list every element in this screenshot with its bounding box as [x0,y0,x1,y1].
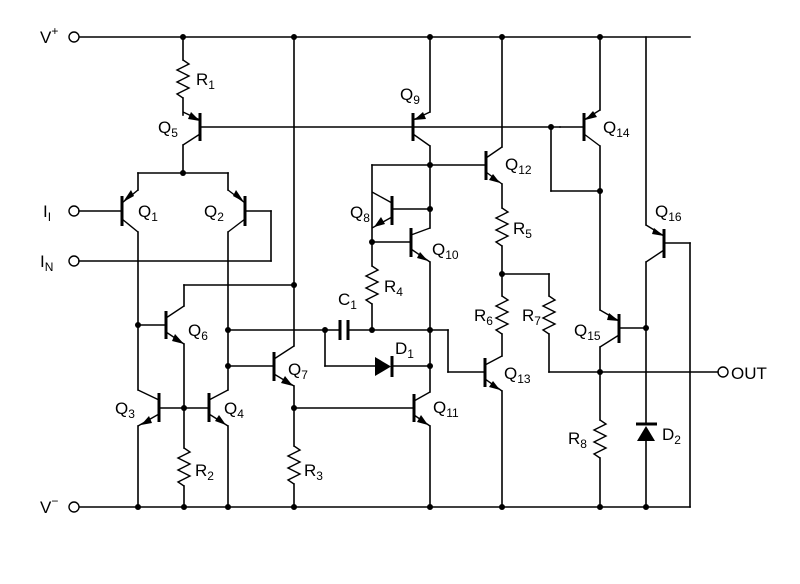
q2-transistor [78,172,272,391]
q13-label: Q13 [504,364,531,386]
v-minus-label: V− [40,494,58,517]
r4-label: R4 [384,277,403,299]
q11-label: Q11 [433,398,459,420]
d1-label: D1 [395,339,414,361]
q15-transistor [599,309,649,421]
q4-transistor [207,389,231,510]
r1-label: R1 [196,70,215,92]
i-i-terminal [68,205,80,217]
q6-label: Q6 [188,321,208,343]
q10-label: Q10 [432,240,459,262]
q8-transistor [371,191,433,229]
v-plus-label: V+ [40,24,58,47]
c1-capacitor [338,320,431,340]
q3-label: Q3 [115,399,135,421]
q5-label: Q5 [158,118,178,140]
i-n-label: IN [40,252,53,274]
r6-label: R6 [474,306,493,328]
out-label: OUT [731,364,767,383]
q1-label: Q1 [138,202,158,224]
r1-resistor [175,36,191,116]
out-terminal [717,366,729,378]
d2-diode [636,327,657,510]
q7-transistor [272,34,297,447]
c1-label: C1 [338,290,357,312]
r5-resistor [494,207,510,297]
q16-label: Q16 [655,202,682,224]
q7-label: Q7 [288,360,308,382]
d2-label: D2 [662,425,681,447]
d1-diode [375,356,431,377]
q14-label: Q14 [603,118,630,140]
r6-resistor [494,295,510,357]
q1-transistor [78,172,139,391]
r2-resistor [176,407,192,510]
q15-label: Q15 [574,321,601,343]
q9-label: Q9 [400,85,420,107]
r3-resistor [286,445,302,510]
r2-label: R2 [195,461,214,483]
q14-transistor [548,34,603,311]
q11-transistor [412,391,433,510]
q10-transistor [409,227,431,393]
q16-transistor [645,36,691,508]
r4-resistor [364,241,380,333]
q2-label: Q2 [204,202,224,224]
q12-transistor [484,34,505,209]
v-minus-terminal [68,501,80,513]
i-i-label: II [43,202,51,224]
r7-label: R7 [522,306,541,328]
q13-transistor [483,355,505,510]
r8-resistor [592,419,608,510]
r3-label: R3 [304,461,323,483]
r8-label: R8 [568,429,587,451]
q8-label: Q8 [350,203,370,225]
r5-label: R5 [513,219,532,241]
q3-transistor [135,389,161,510]
i-n-terminal [68,255,80,267]
q12-label: Q12 [505,155,532,177]
q4-label: Q4 [224,399,244,421]
r7-resistor [541,295,719,373]
v-plus-terminal [68,31,80,43]
q6-transistor [135,282,297,409]
q5-transistor [182,111,561,146]
q9-transistor [411,34,433,166]
